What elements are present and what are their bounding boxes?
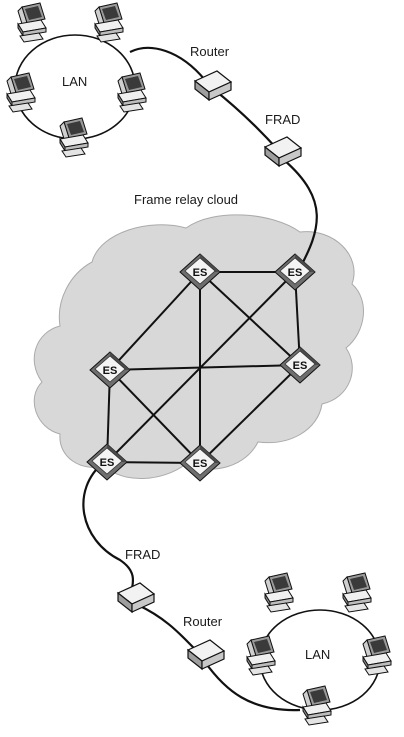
svg-text:ES: ES <box>103 365 118 377</box>
svg-text:ES: ES <box>100 457 115 469</box>
lan-label-top: LAN <box>62 74 87 89</box>
cloud-title: Frame relay cloud <box>134 192 238 207</box>
computer-icon <box>342 572 372 613</box>
wire-router-lan-bottom <box>204 661 301 712</box>
router-icon-bottom <box>187 639 225 670</box>
es-node: ES <box>86 443 128 481</box>
computer-icon <box>17 2 47 43</box>
computer-icon <box>117 72 147 113</box>
wire-es-frad-bottom <box>82 461 135 597</box>
wire-lan-router-top <box>129 46 206 81</box>
computer-icon <box>264 572 294 613</box>
computer-icon <box>94 2 124 43</box>
svg-text:ES: ES <box>288 267 303 279</box>
computer-icon <box>6 72 36 113</box>
svg-text:ES: ES <box>193 267 208 279</box>
link-es1-es3 <box>109 271 201 371</box>
frad-icon-bottom <box>117 582 155 613</box>
es-node: ES <box>279 346 321 384</box>
es-node: ES <box>89 351 131 389</box>
svg-text:ES: ES <box>293 360 308 372</box>
lan-label-bottom: LAN <box>305 647 330 662</box>
link-es3-es6 <box>109 369 201 464</box>
computer-icon <box>302 685 332 726</box>
computer-icon <box>246 635 276 676</box>
es-node: ES <box>179 444 221 482</box>
frad-label-top: FRAD <box>265 112 300 127</box>
link-es3-es4 <box>109 364 301 371</box>
router-label-bottom: Router <box>183 614 223 629</box>
svg-text:ES: ES <box>193 458 208 470</box>
wire-frad-es-top <box>283 159 318 269</box>
frame-relay-cloud <box>33 214 364 479</box>
es-node: ES <box>274 253 316 291</box>
router-label-top: Router <box>190 44 230 59</box>
link-es4-es6 <box>199 364 301 464</box>
frad-label-bottom: FRAD <box>125 547 160 562</box>
es-node: ES <box>179 253 221 291</box>
computer-icon <box>59 117 89 158</box>
computer-icon <box>362 635 392 676</box>
